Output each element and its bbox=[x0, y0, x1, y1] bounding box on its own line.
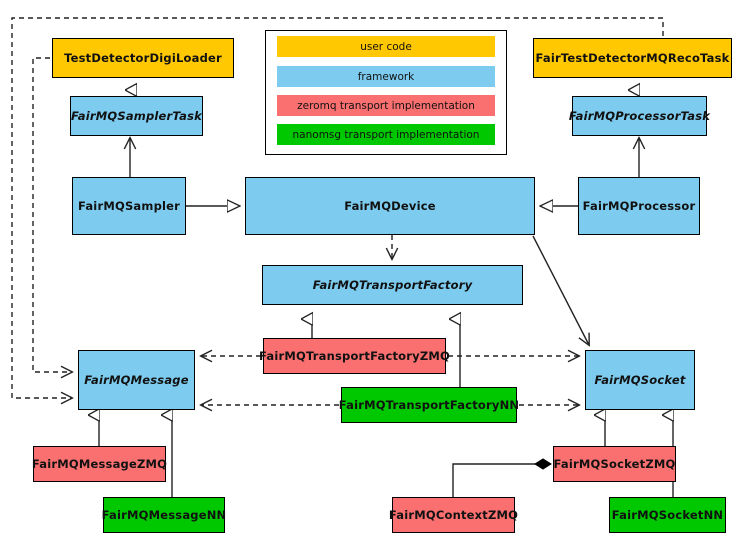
class-box-fairmqprocessortask[interactable]: FairMQProcessorTask bbox=[568, 96, 711, 136]
class-label: FairMQTransportFactoryZMQ bbox=[259, 348, 451, 363]
class-box-fairmqmessage[interactable]: FairMQMessage bbox=[78, 350, 195, 410]
class-label: FairTestDetectorMQRecoTask bbox=[535, 50, 730, 65]
class-box-testdetectordigiloader[interactable]: TestDetectorDigiLoader bbox=[52, 38, 234, 78]
class-label: FairMQTransportFactory bbox=[312, 277, 473, 292]
class-label: FairMQSamplerTask bbox=[71, 108, 202, 123]
class-box-fairmqcontextzmq[interactable]: FairMQContextZMQ bbox=[388, 497, 519, 533]
class-label: FairMQMessage bbox=[84, 372, 189, 387]
class-label: FairMQSocket bbox=[594, 372, 686, 387]
class-label: FairMQProcessorTask bbox=[568, 108, 711, 123]
class-label: FairMQMessageNN bbox=[101, 507, 227, 522]
class-label: FairMQMessageZMQ bbox=[31, 456, 168, 471]
class-box-fairtestdetectormqrecotask[interactable]: FairTestDetectorMQRecoTask bbox=[533, 38, 732, 78]
legend-label-user-code: user code bbox=[360, 40, 412, 53]
class-box-fairmqsocket[interactable]: FairMQSocket bbox=[585, 350, 695, 410]
legend-label-nanomsg: nanomsg transport implementation bbox=[292, 128, 480, 141]
class-box-fairmqmessagezmq[interactable]: FairMQMessageZMQ bbox=[31, 446, 168, 482]
class-box-fairmqmessagenn[interactable]: FairMQMessageNN bbox=[101, 497, 227, 533]
class-label: FairMQSocketNN bbox=[611, 507, 724, 522]
class-label: FairMQTransportFactoryNN bbox=[338, 397, 520, 412]
class-box-fairmqtransportfactorynn[interactable]: FairMQTransportFactoryNN bbox=[338, 387, 520, 423]
edge-device-to-socket bbox=[532, 235, 589, 345]
class-label: FairMQProcessor bbox=[582, 198, 696, 213]
legend-item-nanomsg: nanomsg transport implementation bbox=[277, 124, 495, 145]
legend-item-user-code: user code bbox=[277, 36, 495, 57]
edge-contextzmq-to-socketzmq bbox=[452, 458, 552, 497]
class-label: FairMQSampler bbox=[77, 198, 181, 213]
legend-item-zeromq: zeromq transport implementation bbox=[277, 95, 495, 116]
class-box-fairmqsocketzmq[interactable]: FairMQSocketZMQ bbox=[553, 446, 676, 482]
class-box-fairmqsamplertask[interactable]: FairMQSamplerTask bbox=[70, 96, 203, 136]
class-label: FairMQSocketZMQ bbox=[553, 456, 676, 471]
legend-item-framework: framework bbox=[277, 66, 495, 87]
class-box-fairmqsampler[interactable]: FairMQSampler bbox=[72, 177, 186, 235]
class-label: FairMQContextZMQ bbox=[388, 507, 519, 522]
class-box-fairmqdevice[interactable]: FairMQDevice bbox=[245, 177, 535, 235]
legend-label-framework: framework bbox=[357, 70, 415, 83]
legend-label-zeromq: zeromq transport implementation bbox=[297, 99, 475, 112]
edge-digiloader-to-message bbox=[32, 57, 72, 372]
class-label: TestDetectorDigiLoader bbox=[64, 50, 222, 65]
class-box-fairmqtransportfactory[interactable]: FairMQTransportFactory bbox=[262, 265, 523, 305]
class-box-fairmqsocketnn[interactable]: FairMQSocketNN bbox=[609, 497, 726, 533]
class-box-fairmqprocessor[interactable]: FairMQProcessor bbox=[578, 177, 700, 235]
class-box-fairmqtransportfactoryzmq[interactable]: FairMQTransportFactoryZMQ bbox=[259, 338, 450, 374]
class-label: FairMQDevice bbox=[344, 198, 436, 213]
